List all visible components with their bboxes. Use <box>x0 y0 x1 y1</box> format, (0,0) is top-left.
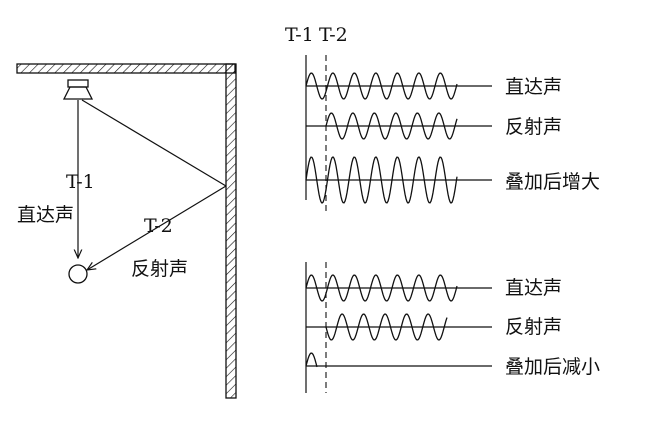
summed-wave-decreased <box>305 352 318 368</box>
t2-label: T-2 <box>144 215 173 237</box>
direct-wave-lower <box>305 274 458 302</box>
t2-marker-label: T-2 <box>319 24 348 46</box>
reflected-wave-lower <box>325 313 448 341</box>
listener-icon <box>68 264 88 284</box>
sum-increased-label: 叠加后增大 <box>505 171 600 193</box>
direct-sound-label-lower: 直达声 <box>505 277 562 299</box>
t1-label: T-1 <box>66 171 95 193</box>
reflected-path-arrow <box>87 185 227 270</box>
direct-wave-upper <box>305 72 458 100</box>
summed-wave-increased <box>305 156 458 204</box>
side-wall <box>225 63 237 399</box>
sum-decreased-label: 叠加后减小 <box>505 356 600 378</box>
direct-sound-label: 直达声 <box>17 204 74 226</box>
loudspeaker-icon <box>62 79 94 100</box>
ceiling-wall <box>16 63 236 74</box>
waveform-panel: T-1 T-2 直达声 反射声 叠加后增大 直达声 反射声 叠加后减小 <box>285 24 600 393</box>
t1-marker-label: T-1 <box>285 24 314 46</box>
direct-sound-label-upper: 直达声 <box>505 76 562 98</box>
reflected-sound-label-upper: 反射声 <box>505 116 562 138</box>
reflected-sound-label: 反射声 <box>131 258 188 280</box>
reflected-wave-upper <box>325 112 458 140</box>
room-sketch: T-1 直达声 T-2 反射声 <box>16 63 237 399</box>
reflected-sound-label-lower: 反射声 <box>505 316 562 338</box>
incident-path-line <box>81 99 227 187</box>
